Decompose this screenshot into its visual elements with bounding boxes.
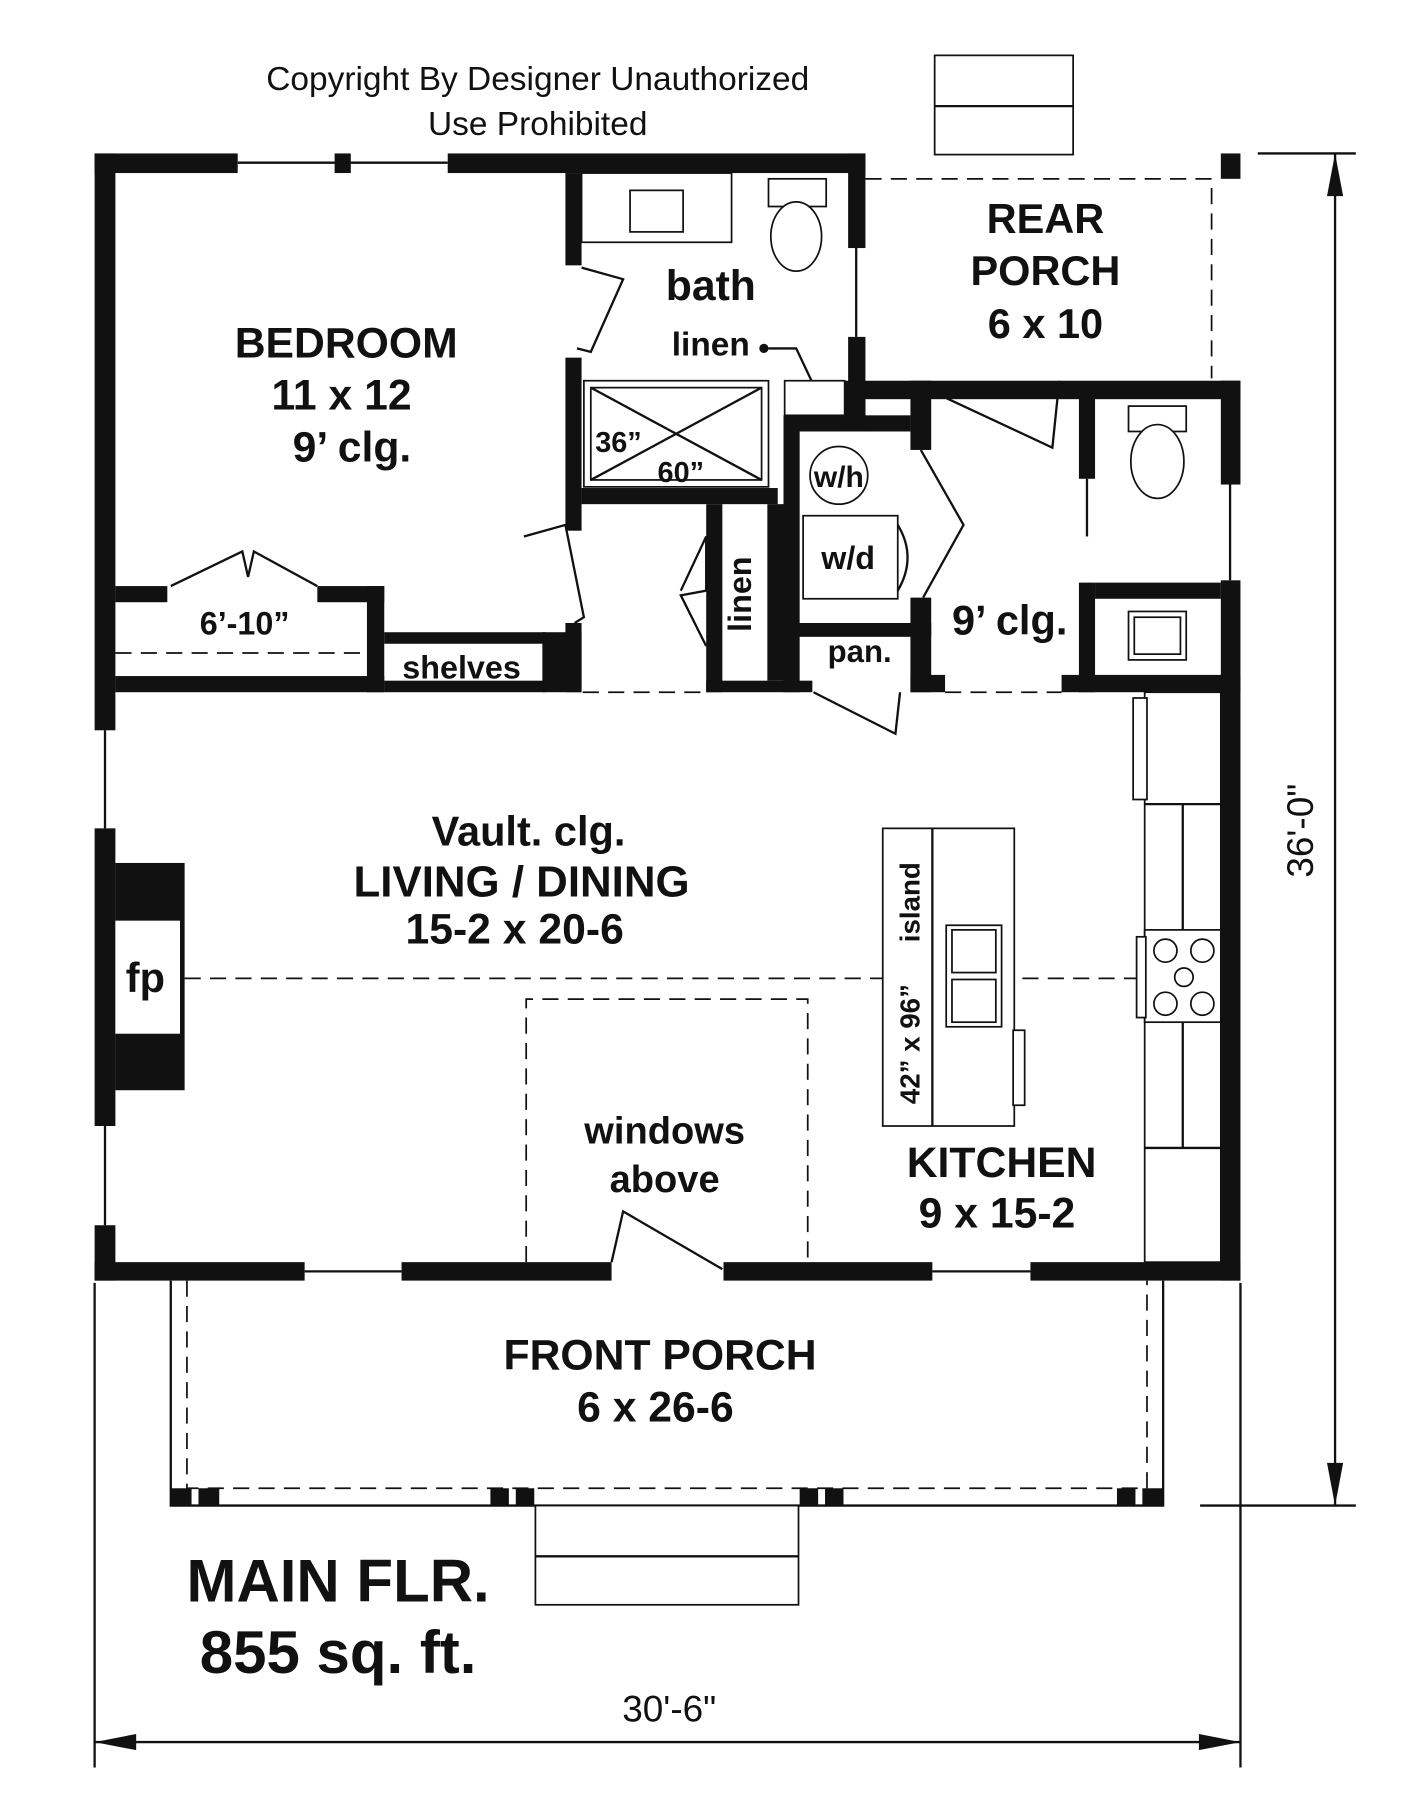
svg-text:KITCHEN: KITCHEN	[907, 1139, 1097, 1187]
svg-text:6 x 10: 6 x 10	[988, 300, 1103, 347]
svg-text:Vault. clg.: Vault. clg.	[432, 808, 626, 855]
front-porch: FRONT PORCH 6 x 26-6	[169, 1280, 1165, 1606]
svg-text:60”: 60”	[658, 457, 704, 489]
svg-text:windows: windows	[583, 1110, 745, 1152]
living-dining: Vault. clg. LIVING / DINING 15-2 x 20-6 …	[184, 808, 1154, 1263]
svg-text:bath: bath	[666, 262, 756, 310]
svg-text:linen: linen	[672, 326, 750, 363]
svg-text:w/d: w/d	[820, 540, 875, 576]
exterior-walls	[94, 153, 1241, 1281]
svg-text:36”: 36”	[595, 427, 641, 459]
svg-text:above: above	[610, 1159, 720, 1201]
bedroom: BEDROOM 11 x 12 9’ clg. 6’-10” shelves	[115, 320, 521, 685]
washer-dryer-icon	[802, 514, 899, 600]
interior-walls	[115, 173, 1241, 694]
svg-text:FRONT PORCH: FRONT PORCH	[504, 1331, 817, 1379]
svg-text:9’ clg.: 9’ clg.	[293, 423, 412, 471]
svg-text:6’-10”: 6’-10”	[200, 606, 290, 642]
svg-text:15-2 x 20-6: 15-2 x 20-6	[405, 906, 623, 954]
svg-text:36'-0": 36'-0"	[1280, 784, 1321, 878]
svg-text:9’ clg.: 9’ clg.	[952, 597, 1067, 644]
half-bath: 9’ clg.	[952, 405, 1188, 661]
svg-text:REAR: REAR	[987, 195, 1105, 242]
svg-text:42” x 96”: 42” x 96”	[895, 984, 926, 1104]
doors	[170, 266, 1089, 1271]
water-heater-icon	[809, 445, 869, 506]
fireplace: fp	[115, 862, 185, 1091]
svg-text:6 x 26-6: 6 x 26-6	[577, 1383, 734, 1431]
svg-text:shelves: shelves	[402, 649, 521, 685]
laundry: w/h w/d linen pan.	[722, 445, 909, 669]
dimension-width: 30'-6"	[93, 1282, 1242, 1768]
svg-text:PORCH: PORCH	[970, 247, 1120, 294]
svg-text:linen: linen	[722, 556, 758, 631]
floor-area: 855 sq. ft.	[200, 1619, 477, 1686]
dimension-depth: 36'-0"	[1200, 152, 1356, 1507]
floor-title: MAIN FLR.	[186, 1547, 489, 1614]
rear-porch: REAR PORCH 6 x 10	[865, 177, 1213, 379]
bath: bath linen 36” 60”	[580, 172, 846, 489]
svg-text:30'-6": 30'-6"	[622, 1688, 716, 1729]
kitchen: island 42” x 96” KITCHEN 9 x 15-2	[881, 691, 1222, 1264]
svg-text:pan.: pan.	[828, 634, 892, 669]
svg-text:9 x 15-2: 9 x 15-2	[919, 1190, 1076, 1238]
svg-text:BEDROOM: BEDROOM	[235, 320, 458, 368]
svg-text:11 x 12: 11 x 12	[272, 372, 412, 420]
svg-text:island: island	[895, 862, 926, 942]
copyright-line1: Copyright By Designer Unauthorized	[266, 61, 809, 98]
rear-steps	[933, 54, 1075, 156]
svg-text:LIVING / DINING: LIVING / DINING	[354, 857, 690, 906]
copyright-line2: Use Prohibited	[428, 106, 647, 143]
svg-text:w/h: w/h	[813, 461, 864, 494]
svg-text:fp: fp	[126, 954, 165, 1001]
